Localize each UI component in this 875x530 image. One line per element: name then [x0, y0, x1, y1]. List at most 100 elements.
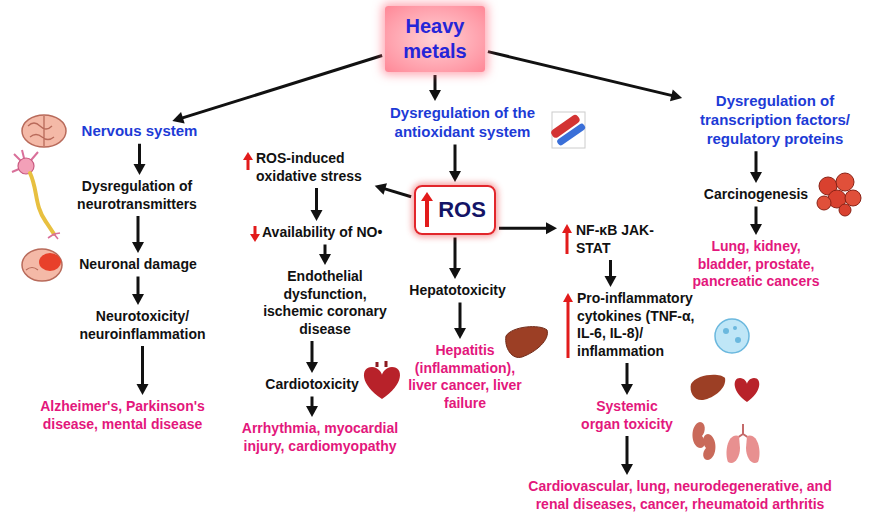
connector-line	[138, 144, 141, 166]
arrow-head	[621, 384, 633, 395]
connector-arrow	[750, 207, 762, 236]
connector-line	[755, 207, 758, 227]
connector-arrow	[306, 341, 318, 373]
arrow-head	[750, 224, 762, 235]
node-text: Hepatitis (inflammation), liver cancer, …	[405, 342, 525, 412]
increase-arrow	[421, 192, 433, 227]
process-text: Neuronal damage	[68, 256, 208, 274]
blood-vessel-icon	[550, 112, 587, 148]
node-text: Neurotoxicity/ neuroinflammation	[65, 308, 220, 343]
connector-line	[137, 216, 140, 244]
connector-line	[315, 188, 318, 212]
arrow-head	[429, 90, 441, 101]
connector-line	[454, 238, 457, 271]
process-text: Pro-inflammatory cytokines (TNF-α, IL-6,…	[561, 290, 712, 360]
connector-line	[137, 277, 140, 297]
arrow-head	[132, 242, 144, 253]
arrow-head	[306, 406, 318, 417]
connector-line	[626, 436, 629, 466]
node-text: Availability of NO•	[262, 224, 397, 242]
arrow-head	[546, 222, 557, 234]
node-text: Systemic organ toxicity	[577, 398, 677, 433]
connector-line	[488, 52, 673, 96]
connector-arrow	[454, 303, 466, 340]
connector-arrow	[605, 260, 617, 287]
arrow-head	[449, 171, 461, 182]
process-text: ROS-induced oxidative stress	[242, 150, 384, 185]
immune-cell-icon	[715, 319, 749, 353]
connector-arrow	[488, 52, 682, 102]
system-heading: Dysregulation of the antioxidant system	[375, 104, 550, 142]
arrow-head	[670, 90, 682, 102]
connector-line	[181, 56, 382, 119]
process-text: Carcinogenesis	[700, 186, 812, 204]
connector-arrow	[134, 144, 146, 175]
process-text: Availability of NO•	[249, 224, 397, 242]
outcome-text: Systemic organ toxicity	[577, 398, 677, 433]
arrow-head	[306, 362, 318, 373]
arrow-head	[605, 276, 617, 287]
connector-arrow	[319, 245, 331, 266]
node-text: Cardiotoxicity	[262, 376, 362, 394]
outcome-text: Cardiovascular, lung, neurodegenerative,…	[515, 478, 845, 513]
connector-line	[454, 145, 457, 174]
system-heading: Nervous system	[72, 122, 207, 141]
damaged-brain-icon	[22, 249, 62, 281]
outcome-text: Lung, kidney, bladder, prostate, pancrea…	[686, 238, 826, 291]
arrow-head	[454, 328, 466, 339]
connector-arrow	[621, 363, 633, 395]
process-text: Cardiotoxicity	[262, 376, 362, 394]
node-text: Neuronal damage	[68, 256, 208, 274]
node-text: Dysregulation of transcription factors/ …	[685, 92, 865, 148]
node-text: NF-κB JAK-STAT	[576, 222, 660, 257]
connector-line	[459, 303, 462, 331]
arrow-head	[134, 164, 146, 175]
arrow-head	[137, 384, 149, 395]
connector-arrow	[311, 188, 323, 221]
arrow-head	[750, 172, 762, 183]
outcome-text: Hepatitis (inflammation), liver cancer, …	[405, 342, 525, 412]
process-text: NF-κB JAK-STAT	[560, 222, 660, 257]
liver-icon	[506, 327, 548, 358]
node-text: Nervous system	[72, 122, 207, 141]
connector-line	[609, 260, 612, 278]
process-text: Neurotoxicity/ neuroinflammation	[65, 308, 220, 343]
increase-arrow	[562, 224, 572, 254]
connector-line	[626, 363, 629, 386]
connector-arrow	[132, 277, 144, 306]
node-text: Dysregulation of neurotransmitters	[62, 178, 212, 213]
arrow-head	[375, 183, 387, 195]
node-text: Endothelial dysfunction, ischemic corona…	[256, 268, 394, 338]
ros-box: ROS	[414, 185, 496, 235]
arrow-head	[172, 112, 184, 123]
node-text: Heavy metals	[393, 14, 477, 64]
connector-line	[383, 188, 411, 196]
heart-icon	[364, 361, 400, 399]
connector-line	[499, 227, 548, 230]
outcome-text: Arrhythmia, myocardial injury, cardiomyo…	[230, 420, 410, 455]
node-text: Cardiovascular, lung, neurodegenerative,…	[515, 478, 845, 513]
organ-icons	[691, 375, 760, 463]
arrow-head	[132, 294, 144, 305]
node-text: Arrhythmia, myocardial injury, cardiomyo…	[230, 420, 410, 455]
connector-arrow	[499, 222, 557, 234]
connector-arrow	[375, 183, 411, 196]
node-text: Carcinogenesis	[700, 186, 812, 204]
arrow-head	[449, 268, 461, 279]
connector-arrow	[137, 346, 149, 395]
system-heading: Dysregulation of transcription factors/ …	[685, 92, 865, 148]
brain-icon	[22, 115, 66, 147]
arrow-head	[621, 464, 633, 475]
arrow-head	[319, 254, 331, 265]
outcome-text: Alzheimer's, Parkinson's disease, mental…	[15, 398, 230, 433]
connector-arrow	[172, 56, 382, 124]
node-text: Lung, kidney, bladder, prostate, pancrea…	[686, 238, 826, 291]
connector-line	[141, 346, 144, 386]
node-text: Alzheimer's, Parkinson's disease, mental…	[15, 398, 230, 433]
connector-arrow	[449, 145, 461, 183]
connector-arrow	[750, 151, 762, 183]
connector-arrow	[449, 238, 461, 280]
increase-arrow	[243, 152, 253, 170]
connector-arrow	[306, 397, 318, 418]
